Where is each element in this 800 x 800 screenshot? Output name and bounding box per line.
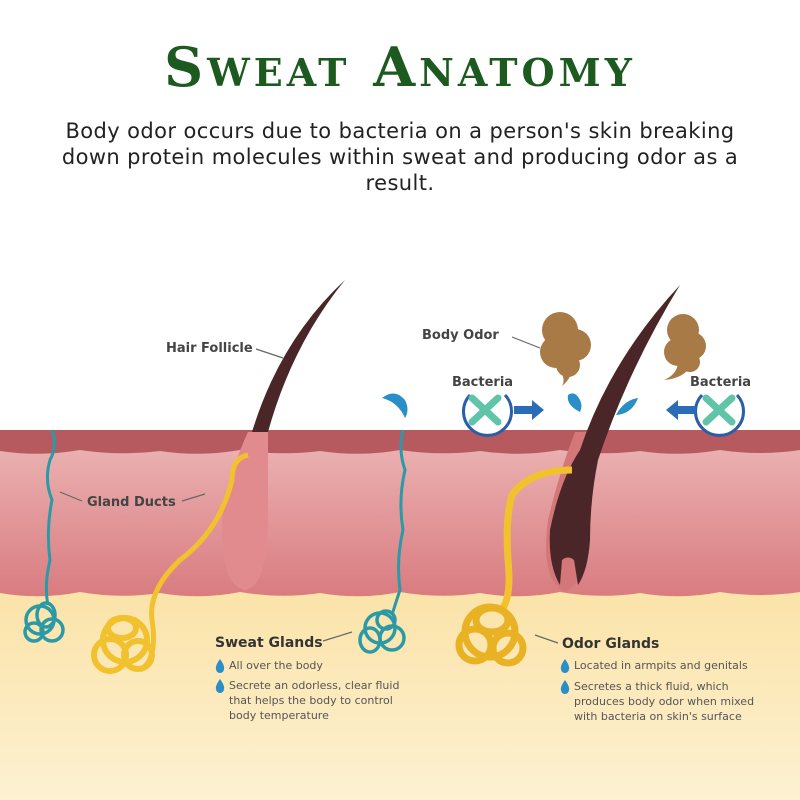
bacteria-icon-left (462, 393, 513, 437)
odor-bullet-2-line-1: Secretes a thick fluid, which (574, 680, 729, 693)
hair-left (252, 280, 345, 432)
subtitle: Body odor occurs due to bacteria on a pe… (61, 119, 739, 195)
label-bacteria-right: Bacteria (690, 375, 751, 390)
drop-bullet-icon (215, 679, 225, 693)
odor-bullet-2-line-3: with bacteria on skin's surface (574, 710, 742, 723)
arrow-right-icon (514, 400, 544, 420)
leader-lines (59, 336, 559, 644)
body-odor-cloud-left (540, 312, 591, 386)
drop-bullet-icon (560, 659, 570, 673)
sweat-glands-heading: Sweat Glands (215, 635, 323, 651)
hair-right (549, 285, 680, 585)
dermis-layer (0, 448, 800, 597)
sweat-drop-middle (382, 393, 408, 418)
label-bacteria-left: Bacteria (452, 375, 513, 390)
page-title: Sweat Anatomy (164, 35, 636, 99)
sweat-duct-left (44, 429, 57, 606)
arrow-left-icon (666, 400, 696, 420)
odor-gland-coil-left (91, 615, 155, 674)
sweat-gland-coil-left (23, 601, 65, 643)
sweat-bullet-2-line-3: body temperature (229, 709, 329, 722)
sweat-bullet-2-line-2: that helps the body to control (229, 694, 393, 707)
odor-bullet-1: Located in armpits and genitals (574, 659, 748, 672)
bacteria-icon-right (694, 393, 745, 437)
sweat-bullet-1: All over the body (229, 659, 323, 672)
body-odor-cloud-right (664, 314, 706, 380)
odor-bullet-2-line-2: produces body odor when mixed (574, 695, 754, 708)
sweat-duct-middle (390, 429, 407, 616)
sweat-bullet-2-line-1: Secrete an odorless, clear fluid (229, 679, 399, 692)
odor-gland-coil-right (455, 603, 527, 667)
odor-duct-right (497, 466, 573, 615)
odor-duct-left (138, 452, 249, 673)
sweat-gland-coil-middle (358, 609, 406, 654)
label-gland-ducts: Gland Ducts (87, 495, 176, 510)
sweat-drop-right-a (567, 393, 582, 412)
odor-glands-heading: Odor Glands (562, 636, 659, 652)
label-hair-follicle: Hair Follicle (166, 341, 253, 356)
drop-bullet-icon (215, 659, 225, 673)
label-body-odor: Body Odor (422, 328, 499, 343)
sweat-drop-right-b (616, 398, 638, 415)
drop-bullet-icon (560, 680, 570, 694)
